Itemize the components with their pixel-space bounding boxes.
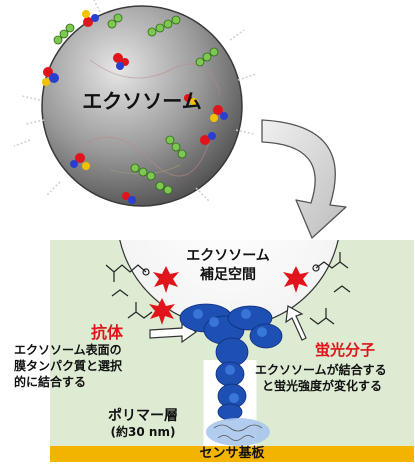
pointer-arrows (149, 305, 307, 344)
fluorescent-desc-line-1: エクソソームが結合する (255, 363, 387, 377)
fluorescent-desc-line-2: と蛍光強度が変化する (262, 379, 383, 393)
antibody-desc-line-2: 膜タンパク質と選択 (14, 359, 123, 373)
capture-space-label-2: 補足空間 (200, 267, 256, 283)
polymer-layer-label: ポリマー層 (108, 408, 178, 424)
polymer-blob (206, 418, 270, 446)
antibody-desc-line-1: エクソソーム表面の (14, 343, 122, 357)
surface-proteins (13, 0, 257, 204)
linker-molecules (105, 252, 351, 325)
capture-space-label-1: エクソソーム (186, 248, 270, 264)
polymer-thickness-label: (約30 nm) (110, 425, 176, 439)
antibody-icon (179, 303, 283, 421)
fluorescent-title: 蛍光分子 (314, 341, 375, 359)
fluorescent-molecule-icons (149, 266, 309, 325)
exosome-sphere (41, 5, 243, 207)
exosome-label: エクソソーム (82, 89, 202, 113)
curved-arrow-icon (261, 119, 347, 239)
antibody-desc-line-3: 的に結合する (14, 375, 87, 389)
sensor-substrate-label: センサ基板 (199, 446, 265, 461)
antibody-title: 抗体 (90, 323, 123, 342)
sensor-substrate (50, 446, 414, 462)
